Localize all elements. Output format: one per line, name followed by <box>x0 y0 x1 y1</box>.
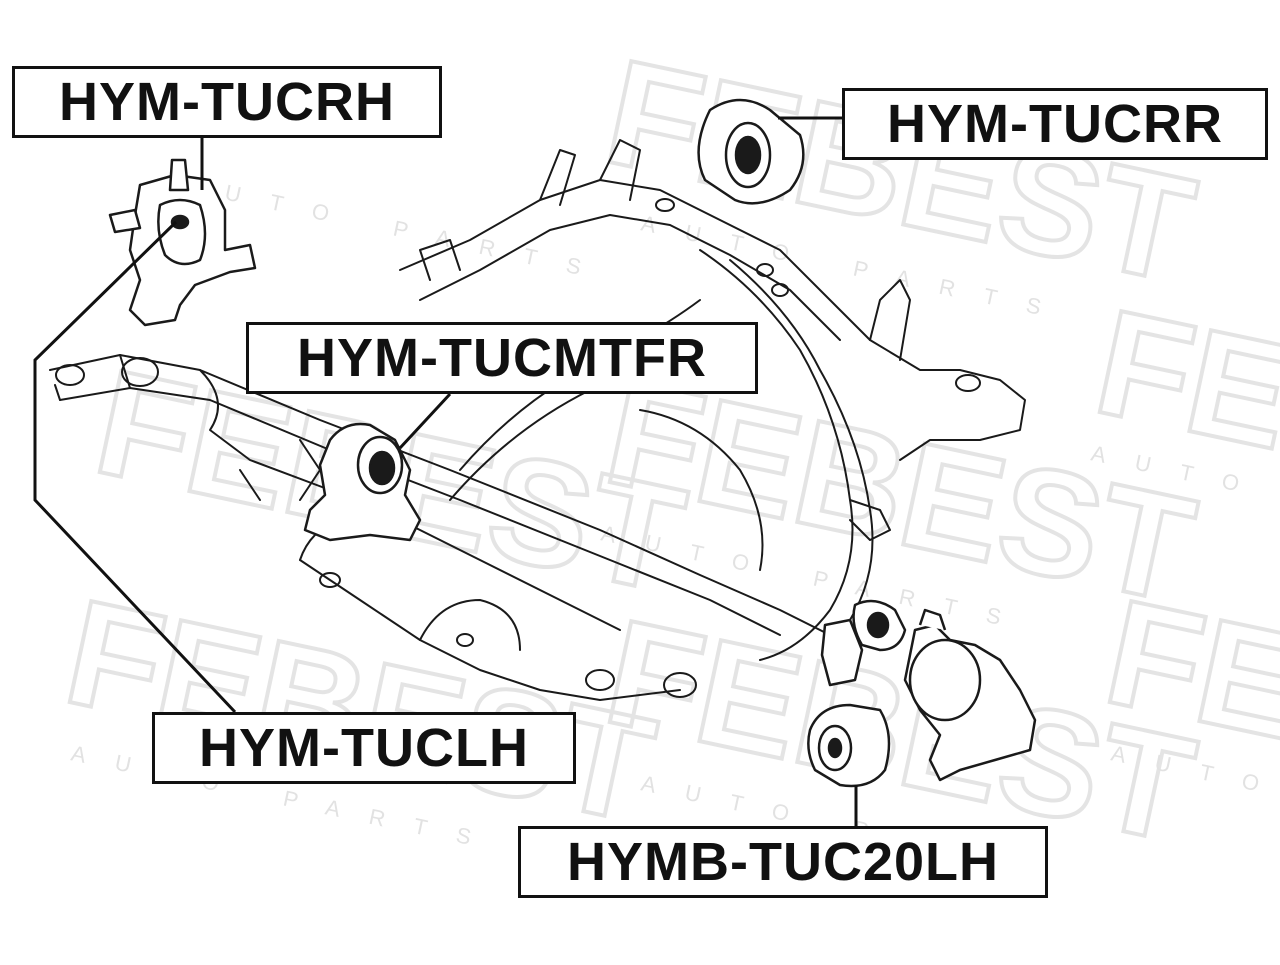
front-mount <box>303 422 422 542</box>
callout-hym-tucrh: HYM-TUCRH <box>12 66 442 138</box>
leader-tucmtfr <box>398 392 452 450</box>
rear-bushing <box>697 98 805 205</box>
callout-hym-tucrr: HYM-TUCRR <box>842 88 1268 160</box>
leader-lines <box>33 116 858 826</box>
engine-mount-rh <box>108 158 257 327</box>
mount-assembly <box>807 599 1037 788</box>
callout-hymb-tuc20lh: HYMB-TUC20LH <box>518 826 1048 898</box>
callout-hym-tuclh: HYM-TUCLH <box>152 712 576 784</box>
leader-tuclh <box>33 220 237 714</box>
callout-hym-tucmtfr: HYM-TUCMTFR <box>246 322 758 394</box>
